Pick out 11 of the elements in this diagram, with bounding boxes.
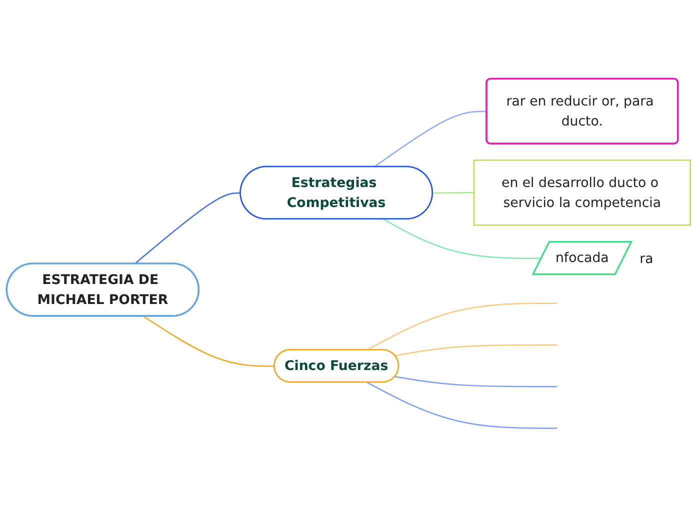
- connector-line: [366, 382, 558, 430]
- connector-line: [374, 111, 487, 168]
- connector-line: [134, 192, 241, 265]
- connector-line: [394, 344, 558, 357]
- connector-line: [383, 219, 542, 260]
- connector-line: [366, 303, 558, 351]
- side-note: ra: [640, 252, 654, 268]
- connector-line: [432, 192, 474, 194]
- connector-line: [394, 376, 558, 388]
- node-box: [473, 160, 691, 226]
- connector-line: [142, 316, 275, 368]
